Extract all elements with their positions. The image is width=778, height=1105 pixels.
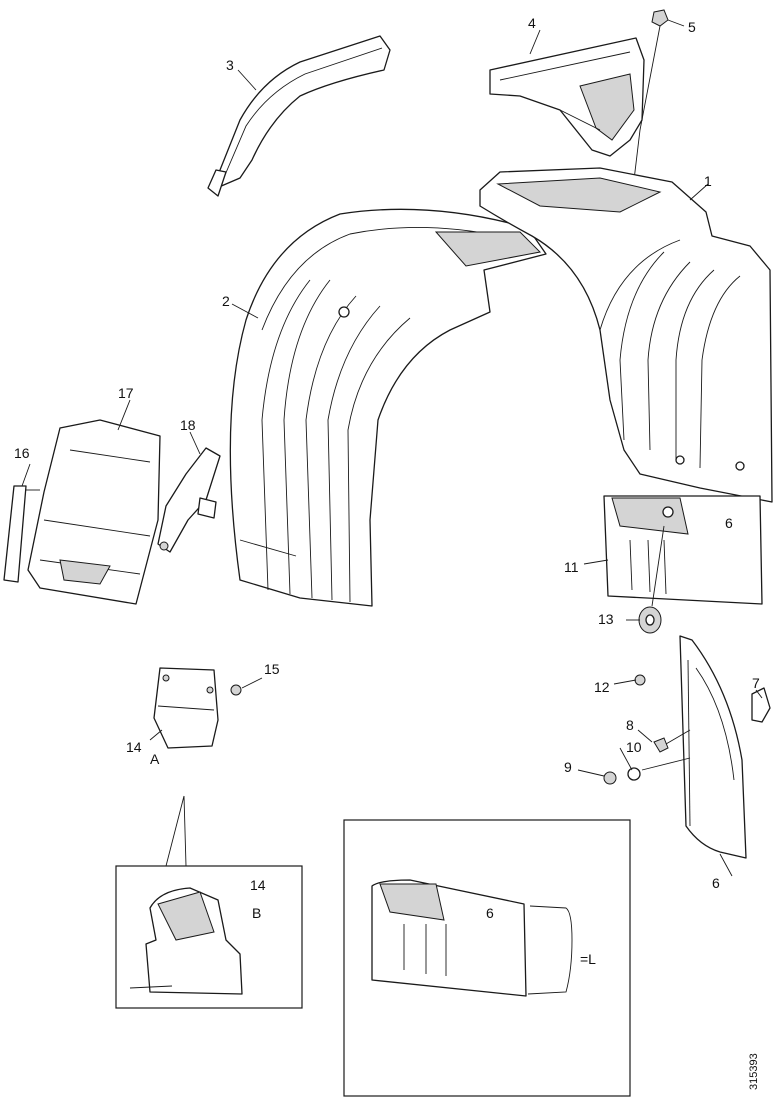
leader-13 <box>651 525 665 607</box>
part-13-washer <box>638 606 662 634</box>
part-18-bracket <box>157 447 221 553</box>
callout-12: 12 <box>594 679 610 695</box>
callout-14-b: 14 <box>250 877 266 893</box>
document-id: 315393 <box>748 1053 760 1090</box>
callout-8: 8 <box>626 717 634 733</box>
part-15-bolt <box>230 677 263 696</box>
variant-label-b: B <box>252 905 262 921</box>
part-9-nut <box>603 771 617 785</box>
part-10-washer <box>627 767 641 781</box>
callout-9: 9 <box>564 759 572 775</box>
leader-10 <box>641 757 691 771</box>
detail-l-frame <box>343 819 631 1097</box>
callout-7: 7 <box>752 675 760 691</box>
callout-3: 3 <box>226 57 234 73</box>
callout-18: 18 <box>180 417 196 433</box>
part-11-mud-flap <box>603 495 763 605</box>
callout-11: 11 <box>564 559 579 575</box>
part-8-screw <box>653 729 691 753</box>
callout-5: 5 <box>688 19 696 35</box>
part-14-bracket-variant-b <box>129 887 243 995</box>
callout-13: 13 <box>598 611 614 627</box>
callout-leaders <box>21 29 763 877</box>
callout-4: 4 <box>528 15 536 31</box>
callout-15: 15 <box>264 661 280 677</box>
callout-6-detail: 6 <box>486 905 494 921</box>
part-2-front-wheel-arch-liner <box>229 208 547 607</box>
callout-2: 2 <box>222 293 230 309</box>
part-12-nut <box>634 674 646 686</box>
part-17-splash-plate <box>27 419 161 605</box>
variant-label-a: A <box>150 751 160 767</box>
detail-b-pointer <box>165 795 187 867</box>
callout-6-side-flap: 6 <box>712 875 720 891</box>
part-7-clip <box>751 687 771 723</box>
detail-b-frame <box>115 865 303 1009</box>
part-3-trim-strip <box>207 35 391 197</box>
part-14-bracket-variant-a <box>153 667 219 749</box>
part-4-upper-bracket <box>489 37 645 157</box>
dimension-label-l: =L <box>580 951 596 967</box>
callout-17: 17 <box>118 385 134 401</box>
part-5-bolt <box>633 9 685 181</box>
callout-1: 1 <box>704 173 712 189</box>
callout-14-a: 14 <box>126 739 142 755</box>
part-6-mud-flap-detail <box>371 879 573 997</box>
part-6-side-mud-flap <box>679 635 747 859</box>
part-1-rear-wheel-arch-liner <box>479 167 773 503</box>
callout-16: 16 <box>14 445 30 461</box>
callout-6-mud-flap: 6 <box>725 515 733 531</box>
callout-10: 10 <box>626 739 642 755</box>
